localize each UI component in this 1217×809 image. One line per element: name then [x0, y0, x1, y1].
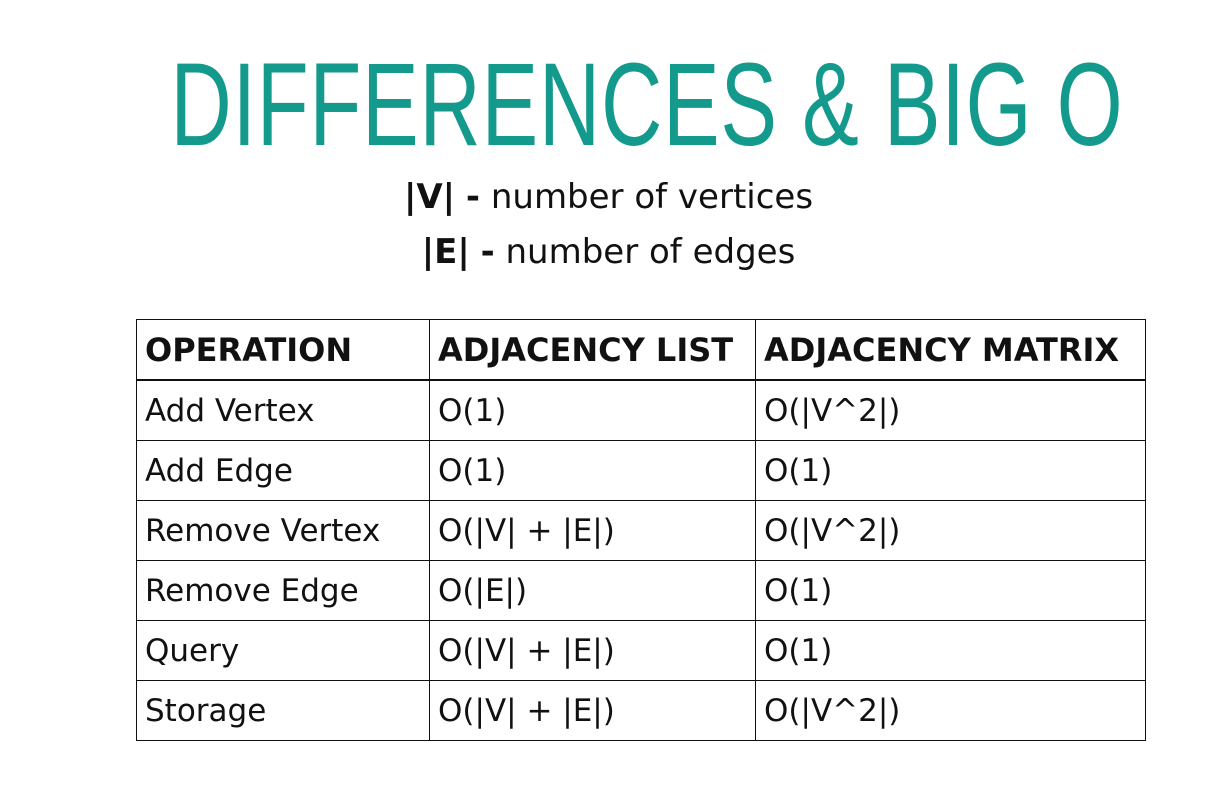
table-row: Storage O(|V| + |E|) O(|V^2|)	[136, 680, 1146, 741]
cell-operation: Remove Vertex	[136, 500, 430, 561]
cell-adjacency-list: O(|E|)	[429, 560, 756, 621]
complexity-table: OPERATION ADJACENCY LIST ADJACENCY MATRI…	[136, 319, 1146, 741]
legend-vertices-separator: -	[465, 177, 481, 217]
cell-adjacency-list: O(|V| + |E|)	[429, 620, 756, 681]
cell-operation: Query	[136, 620, 430, 681]
legend-edges-separator: -	[480, 232, 495, 272]
legend-vertices-text: number of vertices	[490, 177, 814, 217]
cell-adjacency-list: O(|V| + |E|)	[429, 500, 756, 561]
cell-adjacency-list: O(1)	[429, 379, 756, 441]
legend-edges: |E| - number of edges	[0, 230, 1217, 274]
cell-adjacency-list: O(1)	[429, 440, 756, 501]
legend-vertices-symbol: |V|	[403, 177, 456, 217]
header-adjacency-matrix: ADJACENCY MATRIX	[755, 319, 1146, 381]
table-row: Add Edge O(1) O(1)	[136, 440, 1146, 501]
cell-adjacency-matrix: O(|V^2|)	[755, 500, 1146, 561]
table-row: Remove Edge O(|E|) O(1)	[136, 560, 1146, 621]
page-title: DIFFERENCES & BIG O	[170, 39, 1124, 171]
cell-adjacency-matrix: O(|V^2|)	[755, 680, 1146, 741]
legend-edges-text: number of edges	[505, 232, 796, 272]
cell-adjacency-matrix: O(1)	[755, 620, 1146, 681]
table-row: Add Vertex O(1) O(|V^2|)	[136, 379, 1146, 441]
cell-operation: Storage	[136, 680, 430, 741]
cell-adjacency-matrix: O(|V^2|)	[755, 379, 1146, 441]
table-row: Remove Vertex O(|V| + |E|) O(|V^2|)	[136, 500, 1146, 561]
legend-edges-symbol: |E|	[421, 232, 470, 272]
table-header-row: OPERATION ADJACENCY LIST ADJACENCY MATRI…	[136, 319, 1146, 381]
cell-operation: Add Vertex	[136, 379, 430, 441]
cell-operation: Add Edge	[136, 440, 430, 501]
cell-operation: Remove Edge	[136, 560, 430, 621]
header-operation: OPERATION	[136, 319, 430, 381]
cell-adjacency-matrix: O(1)	[755, 440, 1146, 501]
table-row: Query O(|V| + |E|) O(1)	[136, 620, 1146, 681]
cell-adjacency-matrix: O(1)	[755, 560, 1146, 621]
header-adjacency-list: ADJACENCY LIST	[429, 319, 756, 381]
legend-vertices: |V| - number of vertices	[0, 175, 1217, 219]
cell-adjacency-list: O(|V| + |E|)	[429, 680, 756, 741]
